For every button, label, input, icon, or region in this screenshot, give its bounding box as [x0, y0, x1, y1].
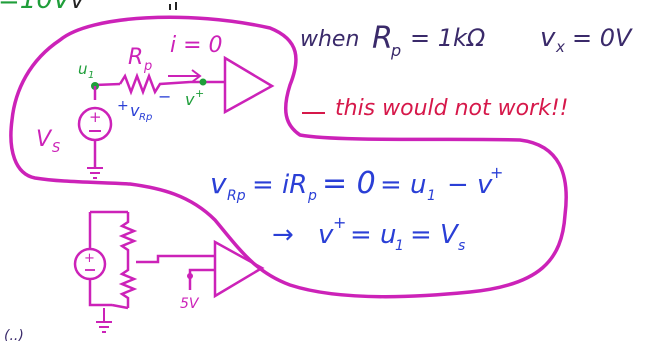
eq1-lhs-sub: Rp [227, 188, 246, 204]
rp-value: = 1kΩ [410, 24, 486, 52]
circuit-1: + u 1 R p i = 0 + − v Rp v + V S [36, 33, 275, 179]
wire-u1-rp [94, 82, 121, 87]
eq2-eq2: = V [410, 220, 460, 250]
vplus-label: v [185, 90, 195, 109]
rp-subscript: p [390, 41, 401, 60]
tap-wire [136, 254, 215, 264]
bottom-fragment: (..) [4, 328, 24, 341]
top-fragment-black: V [70, 0, 87, 14]
eq1-mid: = iR [252, 170, 307, 200]
vrp-subscript: Rp [139, 112, 152, 123]
condition-text: when R p = 1kΩ v x = 0V [300, 21, 633, 60]
rp-label: R [128, 45, 143, 70]
wire-5v [188, 268, 215, 290]
eq2-vplus: v [318, 220, 334, 250]
node-vplus-dot [199, 78, 207, 86]
vs-subscript: S [52, 141, 60, 156]
eq1-rhs-sup: + [490, 163, 503, 182]
vrp-minus-sign: − [158, 87, 171, 106]
resistor-lower [118, 262, 138, 308]
source-plus-sign: + [89, 108, 102, 126]
resistor-upper [118, 212, 138, 262]
top-fragment-green: =10V [0, 0, 73, 15]
eq1-rhs: = u [380, 170, 427, 200]
circuit-2: + 5V [73, 210, 265, 333]
current-zero-label: i = 0 [170, 33, 223, 58]
red-note: this would not work!! [302, 96, 569, 121]
top-fragment: =10V V [0, 0, 177, 15]
when-word: when [300, 27, 359, 52]
u1-label: u [78, 60, 88, 78]
eq1-rhs-sub: 1 [427, 188, 436, 204]
rp-symbol: R [372, 21, 393, 56]
eq2-eq1: = u [350, 220, 397, 250]
vrp-plus-sign: + [117, 98, 129, 114]
eq2-arrow: → [272, 220, 294, 250]
rp-label-subscript: p [143, 59, 152, 74]
eq1-rhs-tail: − v [447, 170, 493, 200]
node-5v-dot [187, 273, 193, 279]
ground-2 [96, 321, 112, 333]
vx-subscript: x [555, 38, 565, 56]
opamp-1 [223, 55, 275, 115]
ground-1 [87, 167, 103, 179]
vplus-superscript: + [195, 87, 204, 100]
equation-1: v Rp = iR p = 0 = u 1 − v + [210, 163, 503, 204]
opamp-2 [213, 239, 265, 299]
vx-value: = 0V [572, 24, 633, 52]
source2-plus: + [84, 251, 95, 266]
u1-subscript: 1 [88, 70, 94, 81]
current-arrow [168, 69, 202, 83]
vx-symbol: v [540, 23, 556, 53]
eq2-eq2-sub: s [458, 238, 465, 254]
lasso-outline [9, 15, 568, 299]
eq1-lhs: v [210, 167, 227, 200]
eq1-zero: = 0 [322, 166, 376, 201]
vrp-label: v [130, 101, 140, 120]
equation-2: → v + = u 1 = V s [272, 213, 465, 254]
note-text: this would not work!! [335, 96, 569, 121]
vs-label: V [36, 127, 53, 152]
label-5v: 5V [180, 296, 200, 312]
eq1-mid-sub: p [307, 188, 317, 204]
resistor-rp [118, 72, 191, 96]
eq2-eq1-sub: 1 [395, 238, 404, 254]
eq2-vplus-sup: + [333, 213, 346, 232]
